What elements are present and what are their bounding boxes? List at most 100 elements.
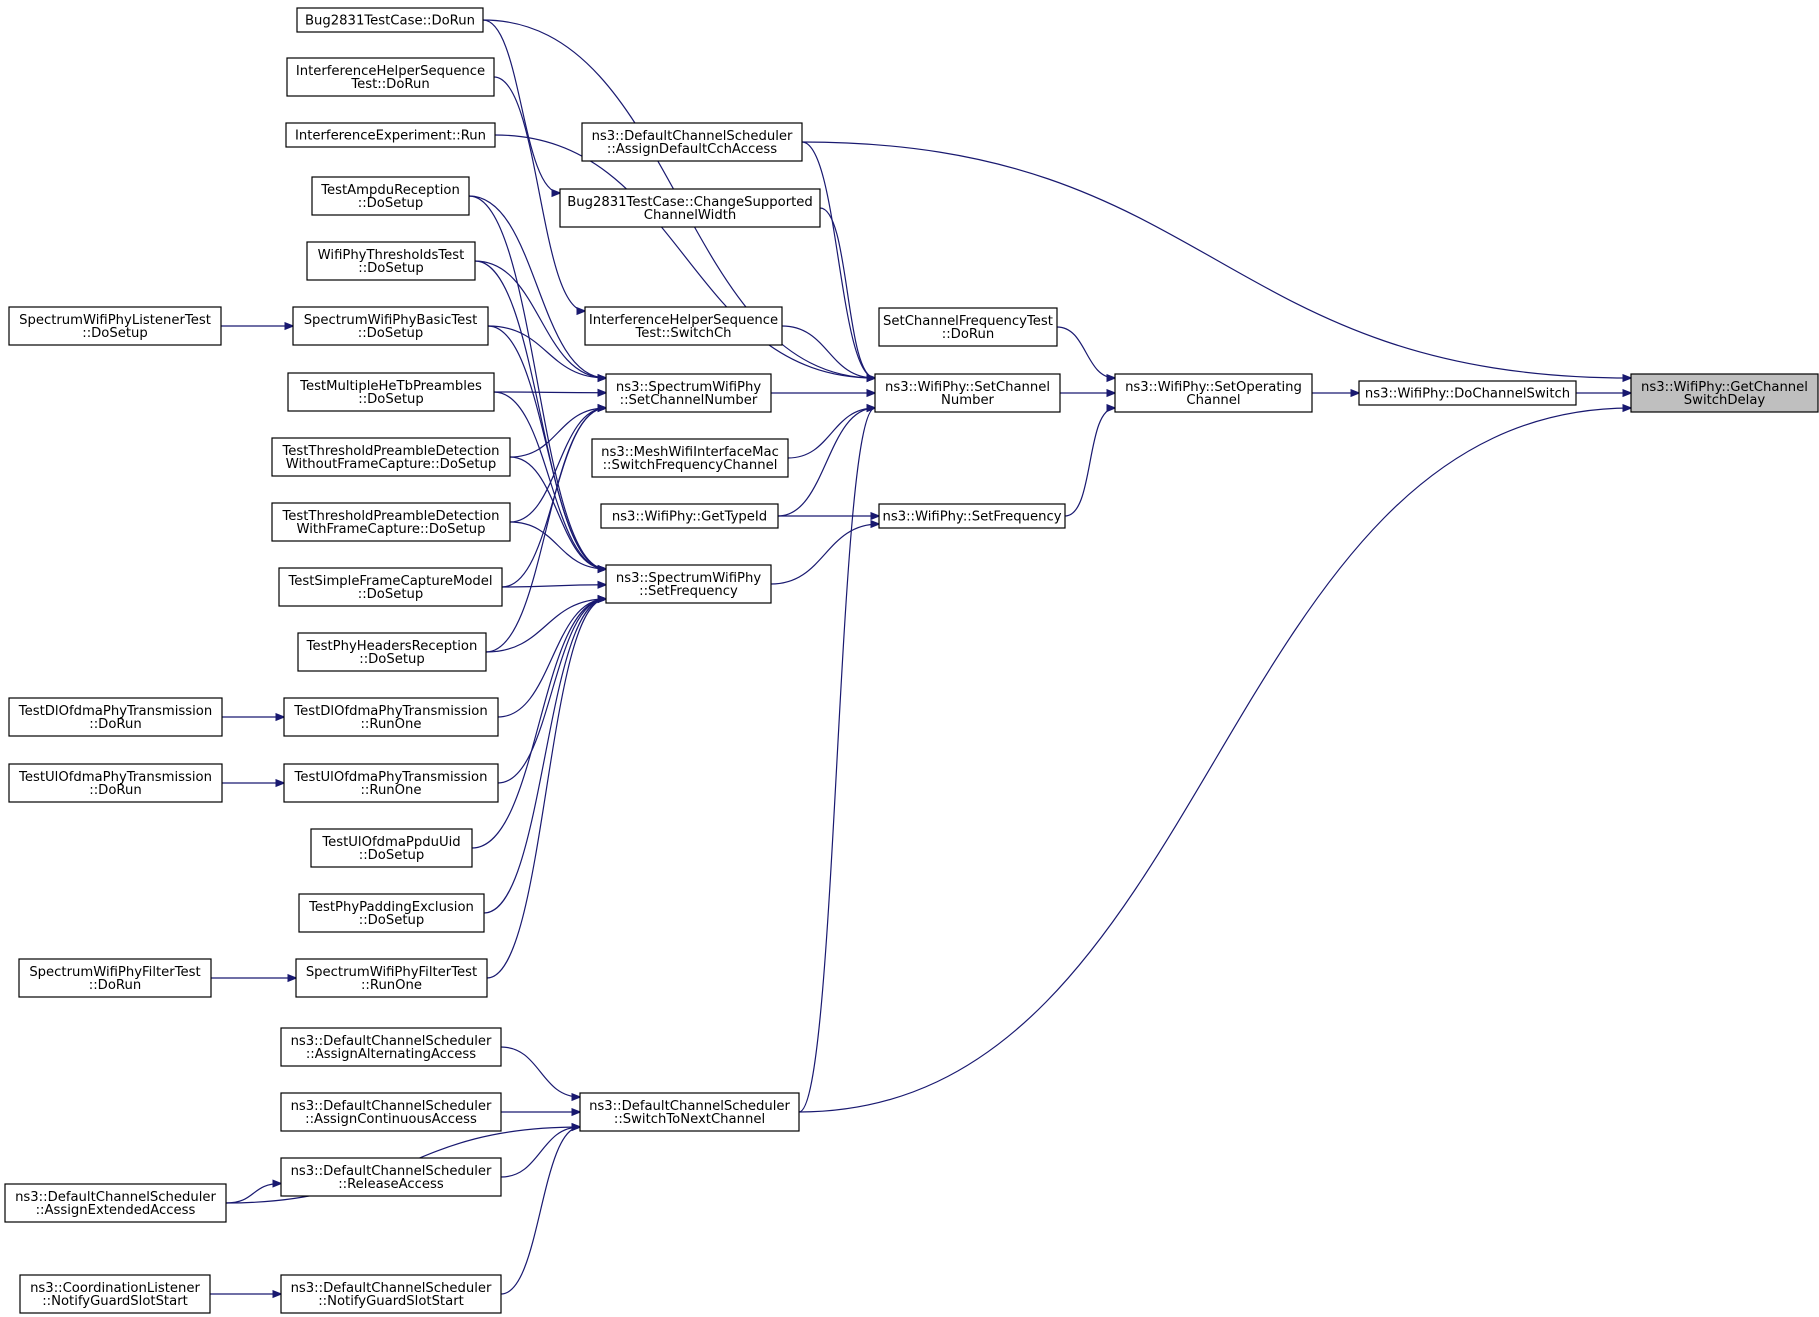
node-testsimpleframecapturemodel[interactable]: TestSimpleFrameCaptureModel::DoSetup [278,567,503,607]
node-label: InterferenceExperiment::Run [295,129,486,144]
node-box [878,307,1058,347]
edge-testphyheadersreception-to-spectrum-setfrequency [485,599,606,653]
edge-line [770,524,879,585]
node-label: InterferenceHelperSequence [589,313,778,328]
node-label: ChannelWidth [644,208,736,223]
node-testulofdma-runone[interactable]: TestUlOfdmaPhyTransmission::RunOne [283,763,499,803]
node-changesupportedchannelwidth[interactable]: Bug2831TestCase::ChangeSupportedChannelW… [559,188,821,228]
edge-line [486,599,606,979]
node-label: TestAmpduReception [320,183,460,198]
node-assignextendedaccess[interactable]: ns3::DefaultChannelScheduler::AssignExte… [4,1183,227,1223]
node-testulofdmappduuid[interactable]: TestUlOfdmaPpduUid::DoSetup [310,828,473,868]
node-spectrumwifiphyfiltertest-runone[interactable]: SpectrumWifiPhyFilterTest::RunOne [295,958,488,998]
node-label: ns3::DefaultChannelScheduler [291,1281,492,1296]
edge-spectrumwifiphyfiltertest-runone-to-spectrum-setfrequency [486,599,606,979]
edge-line [482,19,560,193]
node-spectrumwifiphyfiltertest-dorun[interactable]: SpectrumWifiPhyFilterTest::DoRun [18,958,212,998]
node-spectrum-setfrequency[interactable]: ns3::SpectrumWifiPhy::SetFrequency [605,564,772,604]
node-assigncontinuousaccess[interactable]: ns3::DefaultChannelScheduler::AssignCont… [280,1092,502,1132]
node-label: Channel [1186,393,1240,408]
node-box [1114,373,1313,413]
edge-releaseaccess-to-switchtonextchannel [500,1127,580,1178]
edge-assigndefaultcchaccess-to-wifiphy-setchannelnumber [801,141,875,378]
node-testdlofdma-runone[interactable]: TestDlOfdmaPhyTransmission::RunOne [283,697,499,737]
node-spectrum-setchannelnumber[interactable]: ns3::SpectrumWifiPhy::SetChannelNumber [605,373,772,413]
node-wifiphy-setfrequency[interactable]: ns3::WifiPhy::SetFrequency [878,503,1066,529]
node-gettypeid[interactable]: ns3::WifiPhy::GetTypeId [600,503,779,529]
node-label: ::DoSetup [359,848,425,863]
node-label: ::DoSetup [358,587,424,602]
node-label: ::SetFrequency [639,584,738,599]
node-label: TestUlOfdmaPhyTransmission [18,770,212,785]
node-box [8,763,223,803]
edge-line [500,1046,580,1097]
node-assigndefaultcchaccess[interactable]: ns3::DefaultChannelScheduler::AssignDefa… [581,122,803,162]
node-label: ::DoRun [89,978,141,993]
node-testampdureception[interactable]: TestAmpduReception::DoSetup [311,176,470,216]
node-testulofdma-dorun[interactable]: TestUlOfdmaPhyTransmission::DoRun [8,763,223,803]
node-box [311,176,470,216]
node-label: ns3::CoordinationListener [30,1281,200,1296]
node-notifyguardslotstart-scheduler[interactable]: ns3::DefaultChannelScheduler::NotifyGuar… [280,1274,502,1314]
edge-wifiphythresholdstest-to-spectrum-setchannelnumber [474,260,606,378]
node-wifiphy-setchannelnumber[interactable]: ns3::WifiPhy::SetChannelNumber [874,373,1061,413]
node-box [295,958,488,998]
edge-line [474,260,606,378]
node-label: WithFrameCapture::DoSetup [297,522,486,537]
node-box [296,7,484,33]
node-testthreshold-with[interactable]: TestThresholdPreambleDetectionWithFrameC… [271,502,511,542]
node-box [280,1092,502,1132]
edge-line [468,195,606,569]
node-dochannelswitch[interactable]: ns3::WifiPhy::DoChannelSwitch [1358,380,1577,406]
node-switchfrequencychannel[interactable]: ns3::MeshWifiInterfaceMac::SwitchFrequen… [591,438,789,478]
edge-line [493,76,585,311]
node-label: ::DoSetup [82,326,148,341]
edge-testphypaddingexclusion-to-spectrum-setfrequency [483,599,606,914]
node-testthreshold-without[interactable]: TestThresholdPreambleDetectionWithoutFra… [271,437,511,477]
node-box [19,1274,211,1314]
node-label: SpectrumWifiPhyBasicTest [304,313,478,328]
node-box [310,828,473,868]
node-box [306,241,476,281]
edge-testdlofdma-runone-to-spectrum-setfrequency [497,599,606,718]
edge-testmultiplehetbpreambles-to-spectrum-setchannelnumber [493,392,606,393]
node-label: TestThresholdPreambleDetection [281,444,499,459]
node-label: TestMultipleHeTbPreambles [299,379,482,394]
node-releaseaccess[interactable]: ns3::DefaultChannelScheduler::ReleaseAcc… [280,1157,502,1197]
node-bug2831-dorun[interactable]: Bug2831TestCase::DoRun [296,7,484,33]
edge-line [471,599,606,849]
edge-line [819,207,875,378]
node-wifiphythresholdstest[interactable]: WifiPhyThresholdsTest::DoSetup [306,241,476,281]
node-assignalternatingaccess[interactable]: ns3::DefaultChannelScheduler::AssignAlte… [280,1027,502,1067]
node-notifyguardslotstart-listener[interactable]: ns3::CoordinationListener::NotifyGuardSl… [19,1274,211,1314]
node-label: ::RunOne [360,717,421,732]
edge-testulofdma-runone-to-spectrum-setfrequency [497,599,606,784]
node-label: TestSimpleFrameCaptureModel [287,574,492,589]
edge-testthreshold-with-to-spectrum-setfrequency [509,521,606,569]
node-label: ns3::DefaultChannelScheduler [15,1190,216,1205]
node-switchtonextchannel[interactable]: ns3::DefaultChannelScheduler::SwitchToNe… [579,1092,800,1132]
edge-switchtonextchannel-to-wifiphy-setchannelnumber [798,408,875,1113]
node-spectrumwifiphybasictest[interactable]: SpectrumWifiPhyBasicTest::DoSetup [292,306,489,346]
node-testmultiplehetbpreambles[interactable]: TestMultipleHeTbPreambles::DoSetup [287,372,495,412]
node-label: ::AssignExtendedAccess [36,1203,196,1218]
node-spectrumwifiphylistenertest[interactable]: SpectrumWifiPhyListenerTest::DoSetup [8,306,222,346]
node-box [18,958,212,998]
node-box [297,632,487,672]
edge-line [801,141,875,378]
node-testphypaddingexclusion[interactable]: TestPhyPaddingExclusion::DoSetup [298,893,485,933]
node-label: SpectrumWifiPhyListenerTest [19,313,211,328]
nodes: ns3::WifiPhy::GetChannelSwitchDelayns3::… [4,7,1819,1314]
node-box [1358,380,1577,406]
node-interferenceexperiment-run[interactable]: InterferenceExperiment::Run [285,122,496,148]
edge-bug2831-dorun-to-changesupportedchannelwidth [482,19,560,193]
node-box [581,122,803,162]
node-setchannelfrequencytest-dorun[interactable]: SetChannelFrequencyTest::DoRun [878,307,1058,347]
node-testphyheadersreception[interactable]: TestPhyHeadersReception::DoSetup [297,632,487,672]
node-label: SpectrumWifiPhyFilterTest [306,965,477,980]
edge-line [493,391,606,569]
node-testdlofdma-dorun[interactable]: TestDlOfdmaPhyTransmission::DoRun [8,697,223,737]
